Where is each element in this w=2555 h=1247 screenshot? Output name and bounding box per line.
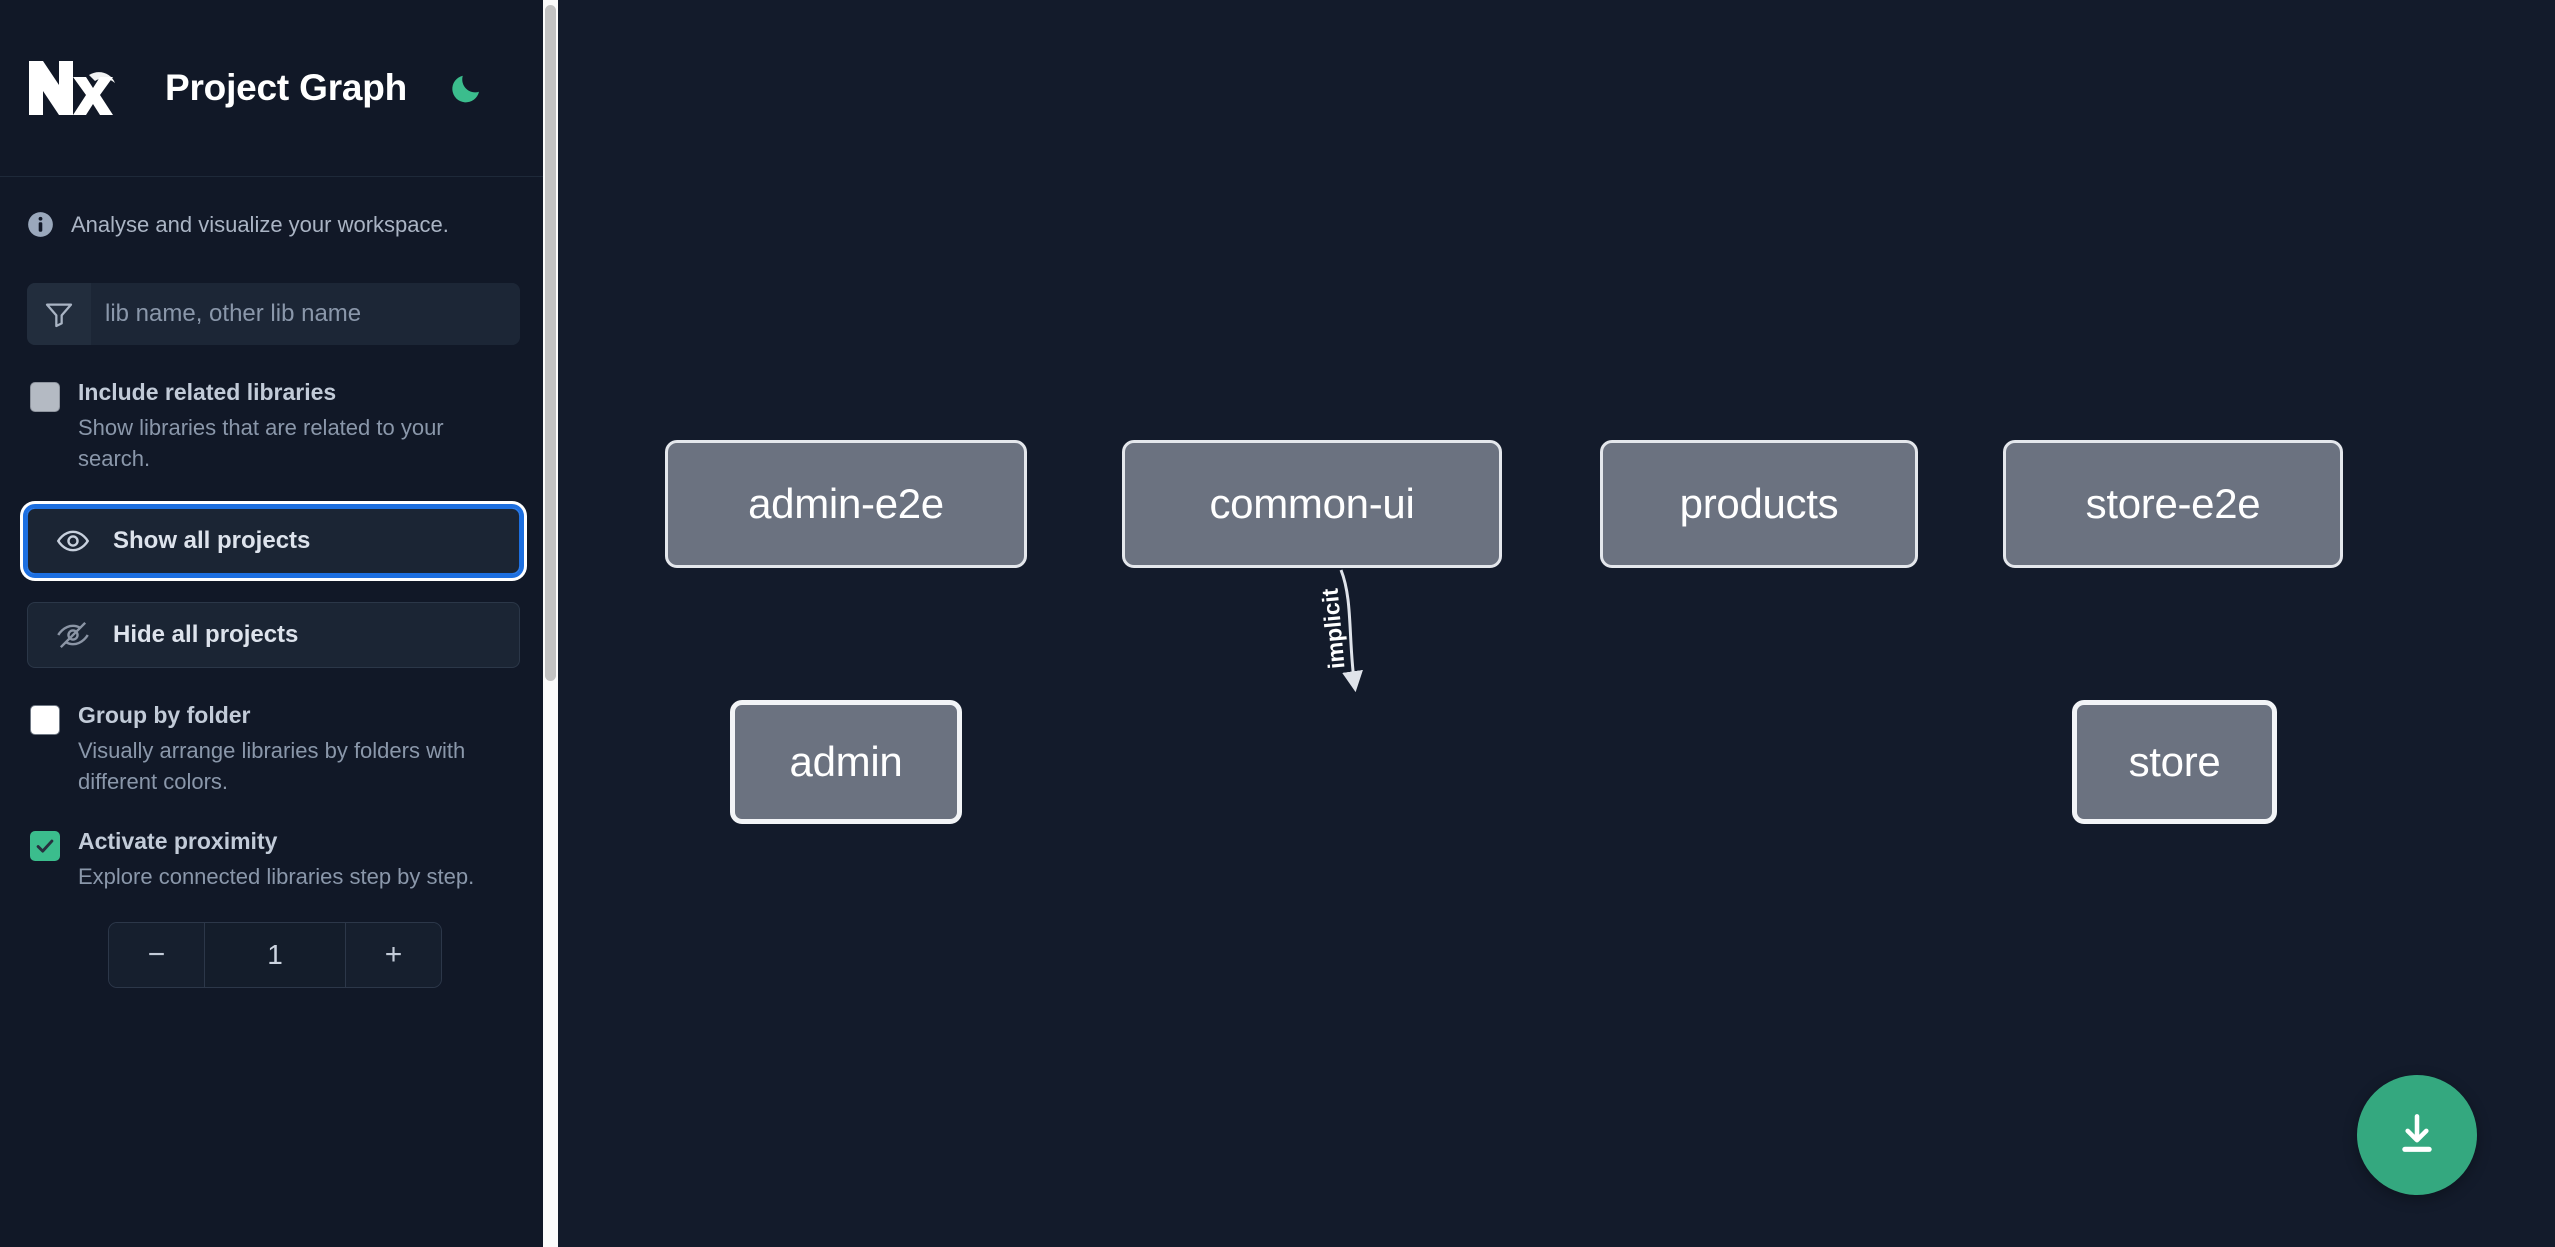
- graph-node-store-e2e[interactable]: store-e2e: [2003, 440, 2343, 568]
- graph-node-admin-e2e[interactable]: admin-e2e: [665, 440, 1027, 568]
- download-icon: [2402, 1114, 2432, 1152]
- group-by-folder-description: Visually arrange libraries by folders wi…: [78, 737, 466, 795]
- edge-label-implicit: implicit: [1317, 587, 1350, 670]
- info-banner: Analyse and visualize your workspace.: [0, 177, 558, 238]
- graph-node-store[interactable]: store: [2072, 700, 2277, 824]
- include-related-checkbox[interactable]: [30, 382, 60, 412]
- checkmark-icon: [36, 840, 54, 854]
- filter-icon-cell[interactable]: [27, 283, 91, 345]
- activate-proximity-label: Activate proximity: [78, 828, 278, 855]
- eye-off-icon: [57, 622, 89, 649]
- theme-toggle-button[interactable]: [445, 66, 489, 110]
- proximity-decrement-button[interactable]: −: [109, 923, 205, 988]
- proximity-value: 1: [205, 923, 345, 988]
- info-text: Analyse and visualize your workspace.: [71, 211, 449, 237]
- nx-logo-icon: [29, 61, 115, 115]
- proximity-increment-button[interactable]: +: [345, 923, 441, 988]
- graph-node-products[interactable]: products: [1600, 440, 1918, 568]
- proximity-stepper-wrap: − 1 +: [0, 892, 558, 989]
- filter-icon: [45, 303, 73, 328]
- show-all-projects-button[interactable]: Show all projects: [23, 504, 524, 579]
- graph-node-common-ui[interactable]: common-ui: [1122, 440, 1502, 568]
- include-related-description: Show libraries that are related to your …: [78, 414, 444, 471]
- hide-all-projects-button[interactable]: Hide all projects: [27, 602, 520, 669]
- page-title: Project Graph: [165, 67, 408, 108]
- graph-canvas[interactable]: implicit implicit admin-e2e common-ui pr…: [558, 0, 2555, 1247]
- eye-icon: [56, 530, 90, 552]
- graph-node-admin[interactable]: admin: [730, 700, 962, 824]
- activate-proximity-description: Explore connected libraries step by step…: [78, 864, 475, 890]
- download-graph-button[interactable]: [2357, 1075, 2477, 1195]
- visibility-buttons: Show all projects Hide all projects: [0, 474, 558, 669]
- hide-all-projects-label: Hide all projects: [113, 621, 299, 649]
- group-by-folder-label: Group by folder: [78, 702, 251, 729]
- search-box: [27, 283, 520, 345]
- search-input[interactable]: [91, 283, 520, 345]
- search-section: [0, 238, 558, 345]
- sidebar-scrollbar-thumb[interactable]: [545, 5, 556, 681]
- include-related-label: Include related libraries: [78, 379, 337, 405]
- info-icon: [28, 212, 53, 237]
- sidebar: Project Graph Analyse and visualize your…: [0, 0, 558, 1247]
- sidebar-header: Project Graph: [0, 0, 558, 177]
- graph-edges-layer: implicit implicit: [1317, 569, 1363, 693]
- activate-proximity-checkbox[interactable]: [30, 831, 60, 862]
- proximity-stepper: − 1 +: [108, 922, 442, 989]
- sidebar-scrollbar-track[interactable]: [543, 0, 558, 1247]
- option-include-related[interactable]: Include related libraries Show libraries…: [0, 345, 558, 474]
- option-activate-proximity[interactable]: Activate proximity Explore connected lib…: [0, 797, 558, 892]
- group-by-folder-checkbox[interactable]: [30, 705, 60, 736]
- edge-admin-e2e-to-admin: implicit: [1317, 569, 1363, 693]
- button-gap: [27, 574, 520, 602]
- option-group-by-folder[interactable]: Group by folder Visually arrange librari…: [0, 668, 558, 797]
- moon-icon: [452, 75, 480, 103]
- show-all-projects-label: Show all projects: [113, 527, 311, 555]
